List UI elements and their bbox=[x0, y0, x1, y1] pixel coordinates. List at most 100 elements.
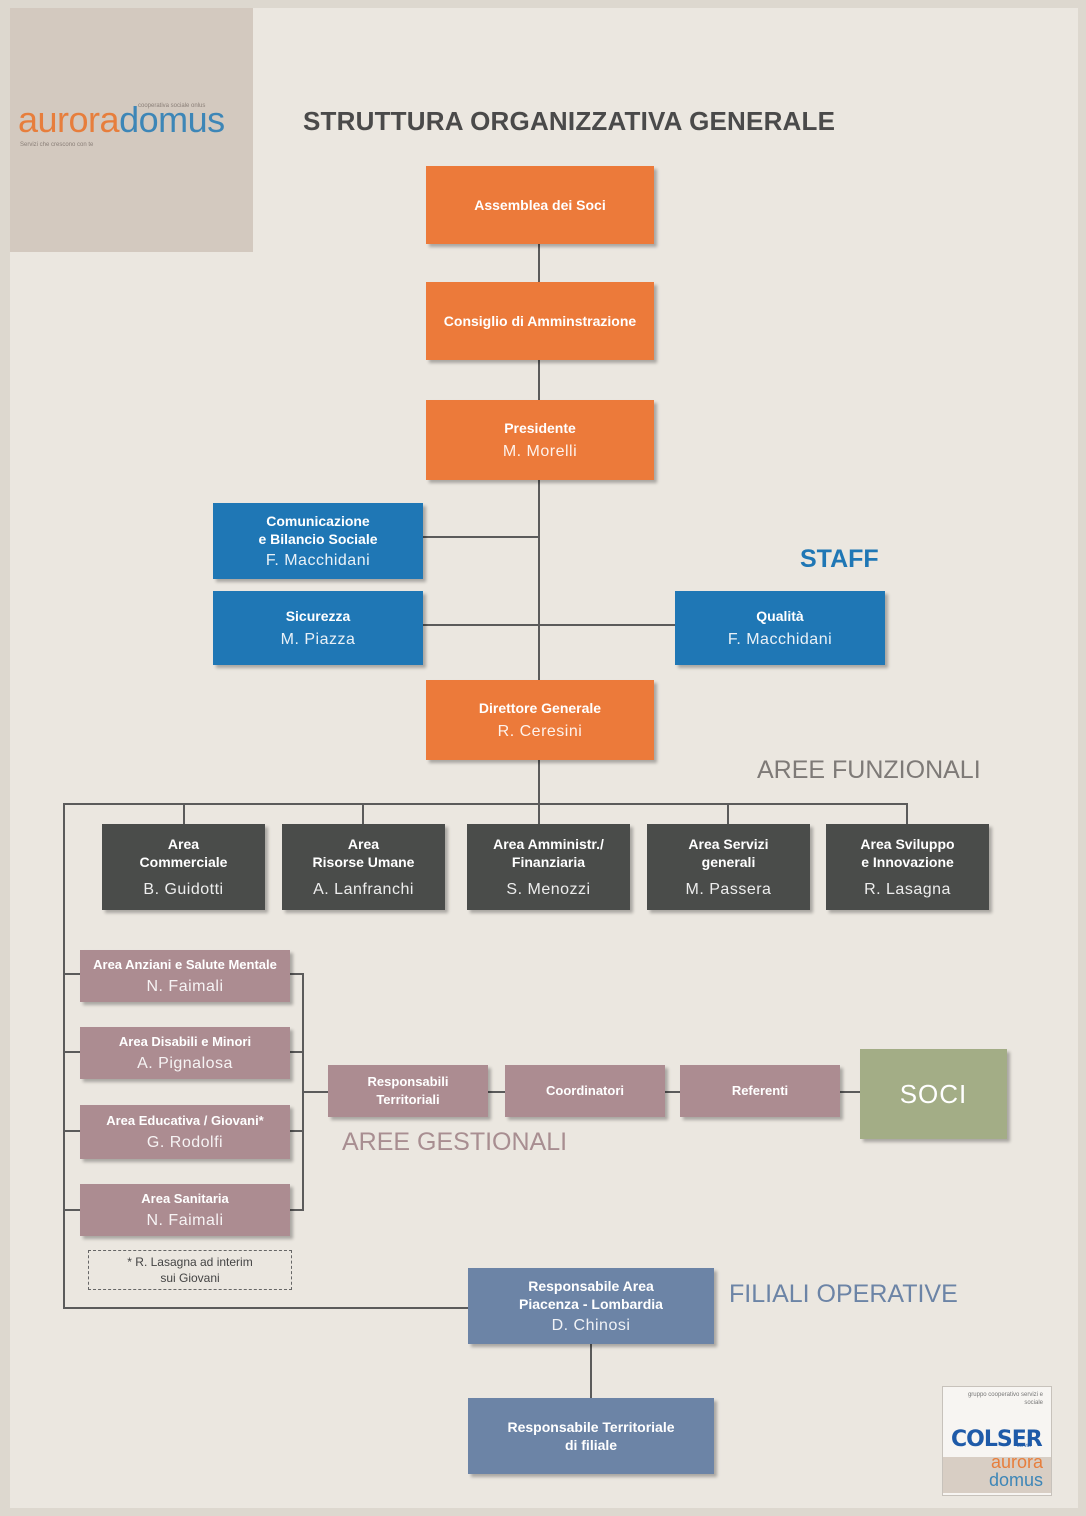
area-gestionale-title: Area Educativa / Giovani* bbox=[106, 1113, 264, 1128]
logo: auroradomus bbox=[18, 100, 225, 140]
logo-panel bbox=[10, 8, 253, 252]
colser-logo-band bbox=[943, 1457, 1051, 1493]
soci-box[interactable]: SOCI bbox=[860, 1049, 1007, 1139]
connector-line bbox=[290, 1051, 304, 1053]
connector-line bbox=[63, 803, 65, 1309]
responsabile-area-line1: Responsabile Area bbox=[528, 1278, 654, 1294]
colser-aurora: aurora bbox=[990, 1452, 1043, 1472]
area-funzionale-line2: e Innovazione bbox=[861, 854, 954, 870]
area-gestionale-name: A. Pignalosa bbox=[137, 1055, 233, 1072]
staff-sicurezza-box[interactable]: Sicurezza M. Piazza bbox=[213, 591, 423, 665]
area-funzionale-line1: Area Amministr./ bbox=[493, 836, 604, 852]
interim-note-line2: sui Giovani bbox=[160, 1271, 220, 1285]
area-gestionale-box[interactable]: Area Disabili e Minori A. Pignalosa bbox=[80, 1027, 290, 1079]
logo-part-aurora: aurora bbox=[18, 99, 120, 140]
interim-note-line1: * R. Lasagna ad interim bbox=[127, 1255, 253, 1269]
section-filiali-operative: FILIALI OPERATIVE bbox=[729, 1280, 958, 1308]
connector-line bbox=[63, 1307, 468, 1309]
connector-line bbox=[63, 973, 81, 975]
direttore-title: Direttore Generale bbox=[478, 700, 602, 716]
consiglio-title: Consiglio di Amminstrazione bbox=[443, 313, 637, 329]
sicurezza-name: M. Piazza bbox=[280, 631, 356, 648]
comunicazione-title-1: Comunicazione bbox=[266, 513, 370, 529]
connector-line bbox=[727, 803, 729, 824]
area-gestionale-box[interactable]: Area Educativa / Giovani* G. Rodolfi bbox=[80, 1105, 290, 1159]
area-gestionale-title: Area Anziani e Salute Mentale bbox=[93, 957, 277, 972]
area-funzionale-name: A. Lanfranchi bbox=[313, 881, 414, 898]
logo-part-domus: domus bbox=[119, 99, 225, 140]
direttore-box[interactable]: Direttore Generale R. Ceresini bbox=[426, 680, 654, 760]
area-funzionale-box[interactable]: Area Servizi generali M. Passera bbox=[647, 824, 810, 910]
colser-sub: servizi bbox=[1017, 1443, 1032, 1449]
referenti-box[interactable]: Referenti bbox=[680, 1065, 840, 1117]
section-staff: STAFF bbox=[800, 545, 879, 573]
area-funzionale-box[interactable]: Area Commerciale B. Guidotti bbox=[102, 824, 265, 910]
connector-line bbox=[290, 1209, 304, 1211]
responsabile-area-box[interactable]: Responsabile Area Piacenza - Lombardia D… bbox=[468, 1268, 714, 1344]
connector-line bbox=[362, 803, 364, 824]
staff-comunicazione-box[interactable]: Comunicazione e Bilancio Sociale F. Macc… bbox=[213, 503, 423, 579]
connector-line bbox=[290, 1130, 304, 1132]
qualita-name: F. Macchidani bbox=[727, 631, 833, 648]
colser-group-text: gruppo cooperativo servizi e sociale bbox=[967, 1392, 1043, 1406]
area-funzionale-box[interactable]: Area Risorse Umane A. Lanfranchi bbox=[282, 824, 445, 910]
logo-superscript: cooperativa sociale onlus bbox=[138, 103, 206, 109]
colser-logo: gruppo cooperativo servizi e sociale COL… bbox=[942, 1386, 1052, 1496]
connector-line bbox=[63, 1209, 81, 1211]
direttore-name: R. Ceresini bbox=[497, 723, 583, 740]
connector-line bbox=[422, 624, 676, 626]
connector-line bbox=[422, 536, 540, 538]
coordinatori-label: Coordinatori bbox=[546, 1083, 624, 1098]
area-funzionale-line1: Area Sviluppo bbox=[860, 836, 955, 852]
responsabile-territoriale-box[interactable]: Responsabile Territoriale di filiale bbox=[468, 1398, 714, 1474]
consiglio-box[interactable]: Consiglio di Amminstrazione bbox=[426, 282, 654, 360]
area-funzionale-line1: Area bbox=[347, 836, 380, 852]
presidente-name: M. Morelli bbox=[502, 443, 578, 460]
presidente-box[interactable]: Presidente M. Morelli bbox=[426, 400, 654, 480]
staff-qualita-box[interactable]: Qualità F. Macchidani bbox=[675, 591, 885, 665]
area-funzionale-line1: Area Servizi bbox=[688, 836, 769, 852]
area-funzionale-box[interactable]: Area Amministr./ Finanziaria S. Menozzi bbox=[467, 824, 630, 910]
area-funzionale-line2: Finanziaria bbox=[511, 854, 586, 870]
colser-domus: domus bbox=[988, 1470, 1043, 1490]
sicurezza-title: Sicurezza bbox=[285, 608, 351, 624]
responsabile-area-name: D. Chinosi bbox=[551, 1317, 631, 1334]
colser-name: COLSER bbox=[951, 1427, 1043, 1452]
qualita-title: Qualità bbox=[756, 608, 804, 624]
area-funzionale-box[interactable]: Area Sviluppo e Innovazione R. Lasagna bbox=[826, 824, 989, 910]
area-gestionale-name: N. Faimali bbox=[146, 1212, 224, 1229]
area-funzionale-name: B. Guidotti bbox=[143, 881, 224, 898]
comunicazione-title-2: e Bilancio Sociale bbox=[258, 531, 378, 547]
assemblea-title: Assemblea dei Soci bbox=[474, 197, 606, 213]
section-aree-gestionali: AREE GESTIONALI bbox=[342, 1128, 568, 1156]
area-gestionale-name: G. Rodolfi bbox=[146, 1134, 224, 1151]
responsabili-line1: Responsabili bbox=[367, 1074, 449, 1089]
area-gestionale-name: N. Faimali bbox=[146, 978, 224, 995]
area-funzionale-name: S. Menozzi bbox=[506, 881, 591, 898]
interim-note: * R. Lasagna ad interim sui Giovani bbox=[88, 1250, 292, 1290]
soci-label: SOCI bbox=[899, 1079, 968, 1109]
connector-line bbox=[290, 973, 304, 975]
section-aree-funzionali: AREE FUNZIONALI bbox=[757, 756, 981, 784]
responsabili-line2: Territoriali bbox=[376, 1092, 440, 1107]
logo-tagline: Servizi che crescono con te bbox=[20, 142, 94, 148]
area-funzionale-name: M. Passera bbox=[685, 881, 772, 898]
connector-line bbox=[538, 760, 540, 824]
connector-line bbox=[63, 1051, 81, 1053]
coordinatori-box[interactable]: Coordinatori bbox=[505, 1065, 665, 1117]
page-title: STRUTTURA ORGANIZZATIVA GENERALE bbox=[303, 106, 836, 136]
area-gestionale-box[interactable]: Area Anziani e Salute Mentale N. Faimali bbox=[80, 950, 290, 1002]
area-gestionale-box[interactable]: Area Sanitaria N. Faimali bbox=[80, 1184, 290, 1236]
connector-line bbox=[183, 803, 185, 824]
connector-line bbox=[64, 803, 908, 805]
area-funzionale-line2: Commerciale bbox=[139, 854, 228, 870]
connector-line bbox=[63, 1130, 81, 1132]
area-funzionale-line1: Area bbox=[167, 836, 200, 852]
assemblea-box[interactable]: Assemblea dei Soci bbox=[426, 166, 654, 244]
responsabili-territoriali-box[interactable]: Responsabili Territoriali bbox=[328, 1065, 488, 1117]
responsabile-territoriale-line1: Responsabile Territoriale bbox=[507, 1419, 675, 1435]
presidente-title: Presidente bbox=[504, 420, 576, 436]
area-funzionale-line2: Risorse Umane bbox=[312, 854, 415, 870]
area-funzionale-name: R. Lasagna bbox=[864, 881, 951, 898]
referenti-label: Referenti bbox=[731, 1083, 789, 1098]
